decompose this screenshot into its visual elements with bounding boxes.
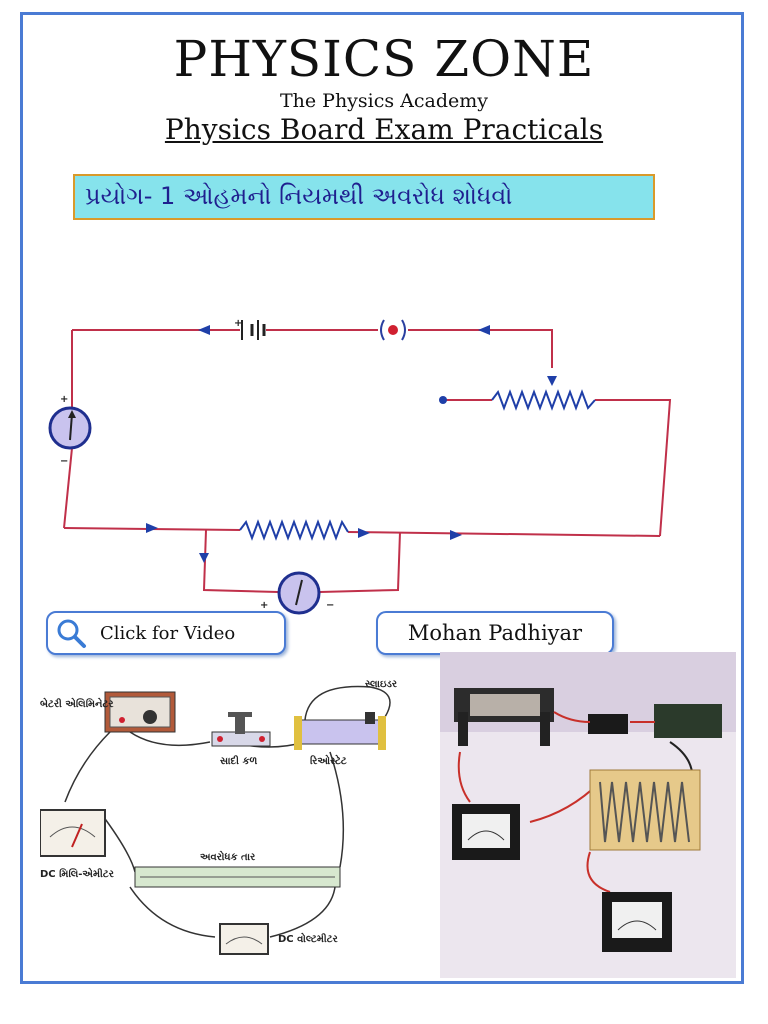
label-rheostat: રિઓસ્ટેટ [310, 753, 347, 767]
click-for-video-button[interactable]: Click for Video [46, 611, 286, 655]
author-name: Mohan Padhiyar [407, 621, 583, 645]
voltmeter-symbol [277, 571, 321, 615]
resistance-wire-board [134, 866, 341, 888]
photo-voltmeter [602, 892, 672, 952]
label-battery: બેટરી એલિમિનેટર [40, 696, 114, 710]
photo-coil-board [589, 769, 701, 851]
ammeter-symbol [48, 406, 92, 450]
circuit-wire-top [72, 329, 553, 368]
circuit-wire-branch [202, 529, 401, 593]
page-title: PHYSICS ZONE [173, 30, 595, 88]
battery-symbol [241, 320, 266, 340]
voltmeter-apparatus [219, 923, 269, 955]
video-button-label: Click for Video [100, 622, 236, 644]
svg-text:+: + [260, 600, 268, 611]
resistor [239, 519, 349, 541]
label-key: સાદી કળ [220, 754, 258, 767]
rheostat-resistor [491, 389, 596, 411]
experiment-title-banner: પ્રયોગ- 1 ઓહમનો નિયમથી અવરોધ શોધવો [73, 174, 655, 220]
page-frame [20, 12, 744, 984]
circuit-diagram: + + − + − [48, 318, 672, 615]
circuit-wire-left [63, 330, 73, 529]
rheostat [294, 712, 386, 750]
key-symbol [380, 319, 406, 341]
author-button[interactable]: Mohan Padhiyar [376, 611, 614, 655]
svg-text:+: + [60, 394, 68, 405]
battery-plus: + [234, 318, 242, 329]
svg-text:−: − [326, 600, 334, 611]
photo-ammeter [452, 804, 520, 860]
photo-key [588, 714, 628, 734]
plug-key [211, 712, 271, 747]
milliammeter [40, 809, 106, 857]
photo-rheostat [454, 688, 554, 746]
label-slider: સ્લાઇડર [365, 679, 398, 690]
search-icon [57, 619, 86, 648]
section-heading: Physics Board Exam Practicals [164, 113, 604, 146]
label-milliammeter: DC મિલિ-એમીટર [40, 866, 115, 880]
current-arrows [146, 325, 557, 563]
label-wire: અવરોધક તાર [200, 849, 256, 863]
circuit-wire-right [445, 399, 672, 537]
apparatus-photo [440, 652, 736, 978]
rheostat-terminal [439, 396, 447, 404]
page-subtitle: The Physics Academy [279, 90, 489, 112]
photo-battery [654, 704, 722, 738]
apparatus-diagram: બેટરી એલિમિનેટર સાદી કળ સ્લાઇડર રિઓસ્ટેટ… [40, 679, 398, 955]
svg-text:−: − [60, 456, 68, 467]
label-voltmeter: DC વોલ્ટમીટર [278, 931, 339, 945]
battery-eliminator [104, 691, 176, 733]
